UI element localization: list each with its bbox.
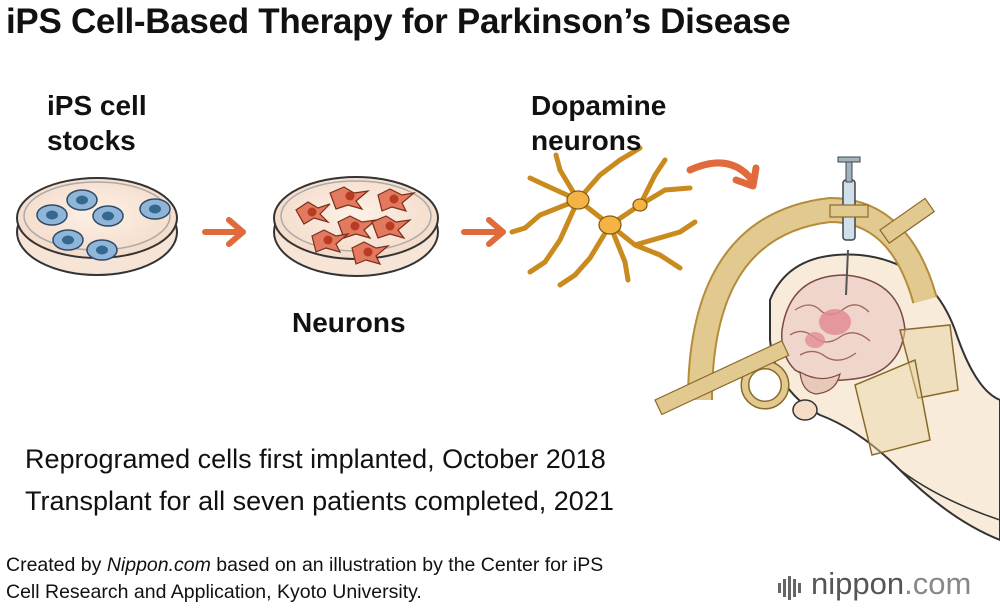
dopamine-neuron-icon [509, 145, 698, 288]
dopamine-neurons-label: Dopamine neurons [531, 88, 666, 158]
neurons-label: Neurons [292, 307, 406, 338]
arrow-right-icon [461, 217, 506, 247]
syringe-icon [829, 156, 869, 296]
transplant-completed-note: Transplant for all seven patients comple… [25, 486, 614, 516]
arrow-right-icon [202, 217, 246, 247]
nippon-com-logo[interactable]: nippon.com [778, 566, 971, 604]
credit-source: Nippon.com [106, 554, 211, 576]
stereotactic-frame-head-icon [654, 156, 1000, 542]
logo-suffix: .com [904, 566, 972, 601]
ips-label-line2: stocks [47, 125, 136, 156]
dopamine-label-line1: Dopamine [531, 90, 667, 121]
credit-line2: Cell Research and Application, Kyoto Uni… [6, 581, 422, 603]
curved-arrow-icon [686, 159, 760, 190]
neuron-cell-icon [295, 186, 417, 265]
credit-text: Created by Nippon.com based on an illust… [6, 552, 603, 606]
ips-cell-stocks-label: iPS cell stocks [47, 88, 147, 158]
ips-label-line1: iPS cell [47, 90, 147, 121]
brain-icon [781, 274, 906, 395]
page-title: iPS Cell-Based Therapy for Parkinson’s D… [6, 2, 791, 41]
dopamine-label-line2: neurons [531, 125, 642, 156]
ips-cell-dish-icon [16, 177, 178, 276]
neuron-dish-icon [273, 176, 439, 277]
credit-line1: Created by Nippon.com based on an illust… [6, 554, 604, 576]
logo-bars-icon [778, 568, 803, 604]
implant-date-note: Reprogramed cells first implanted, Octob… [25, 444, 606, 474]
logo-name: nippon [811, 566, 905, 601]
